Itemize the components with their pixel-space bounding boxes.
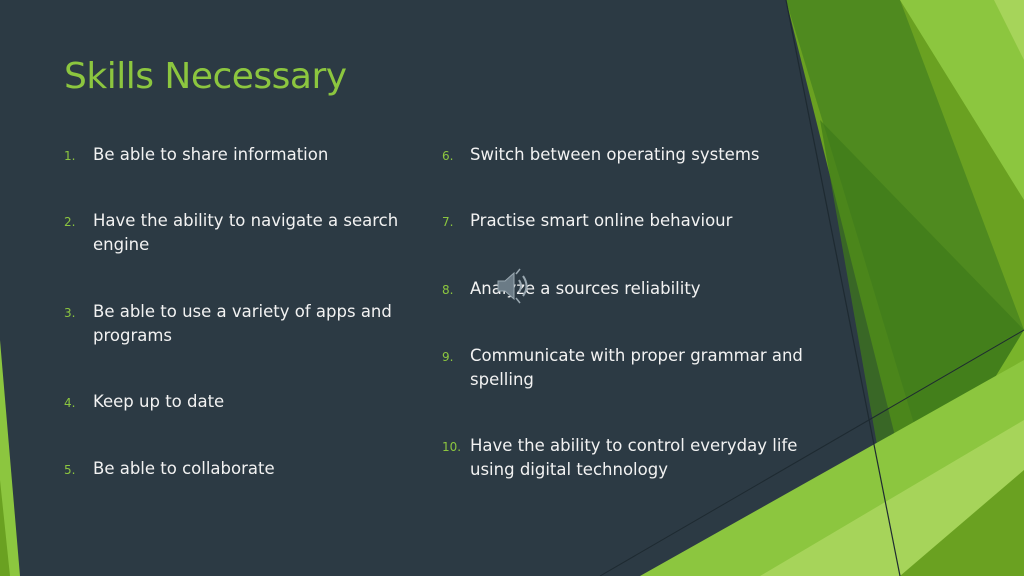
list-text: Be able to collaborate — [93, 459, 275, 478]
slide-title: Skills Necessary — [64, 56, 347, 97]
speaker-audio-icon[interactable] — [494, 266, 534, 306]
list-item: 1. Be able to share information — [64, 143, 424, 164]
list-item: 2. Have the ability to navigate a search… — [64, 209, 424, 254]
list-text: Have the ability to navigate a search en… — [93, 211, 399, 254]
list-item: 7. Practise smart online behaviour — [442, 209, 832, 230]
list-item: 4. Keep up to date — [64, 390, 424, 411]
list-item: 6. Switch between operating systems — [442, 143, 832, 164]
list-text: Practise smart online behaviour — [470, 211, 733, 230]
list-number: 3. — [64, 306, 76, 320]
list-number: 2. — [64, 215, 76, 229]
list-number: 7. — [442, 215, 454, 229]
list-text: Be able to share information — [93, 145, 329, 164]
list-item: 3. Be able to use a variety of apps and … — [64, 300, 424, 345]
list-text: Be able to use a variety of apps and pro… — [93, 302, 392, 345]
list-number: 10. — [442, 440, 462, 454]
list-number: 6. — [442, 149, 454, 163]
list-number: 9. — [442, 350, 454, 364]
list-item: 9. Communicate with proper grammar and s… — [442, 344, 832, 389]
list-number: 4. — [64, 396, 76, 410]
list-text: Switch between operating systems — [470, 145, 760, 164]
list-number: 5. — [64, 463, 76, 477]
list-number: 8. — [442, 283, 454, 297]
list-text: Keep up to date — [93, 392, 225, 411]
list-item: 5. Be able to collaborate — [64, 457, 424, 478]
list-text: Have the ability to control everyday lif… — [470, 436, 798, 479]
list-item: 8. Analyze a sources reliability — [442, 277, 832, 298]
list-number: 1. — [64, 149, 76, 163]
list-text: Communicate with proper grammar and spel… — [470, 346, 803, 389]
list-item: 10. Have the ability to control everyday… — [442, 434, 832, 479]
list-text: Analyze a sources reliability — [470, 279, 701, 298]
